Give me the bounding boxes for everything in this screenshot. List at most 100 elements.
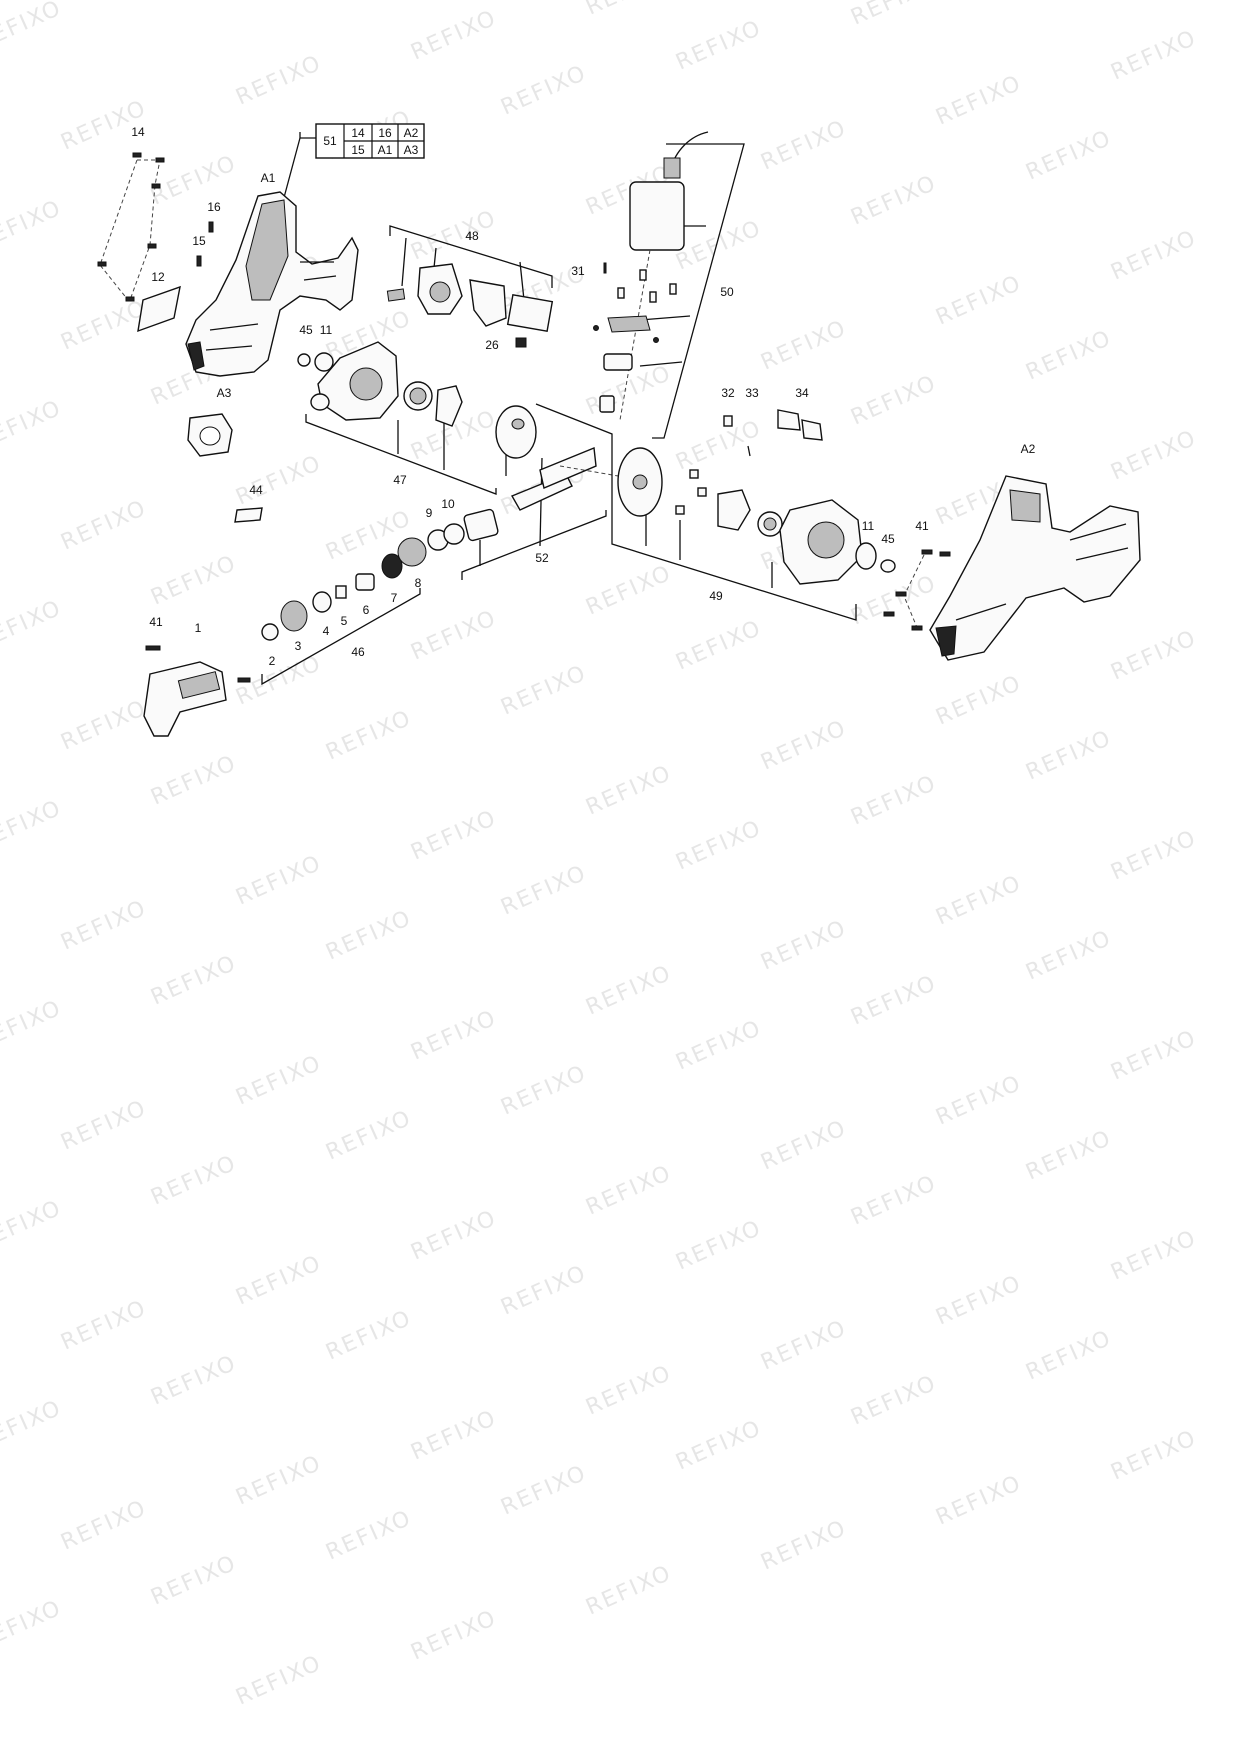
watermark-text: REFIXO — [757, 316, 851, 376]
watermark-text: REFIXO — [407, 606, 501, 666]
label-33: 33 — [745, 386, 759, 400]
watermark-text: REFIXO — [582, 0, 676, 20]
watermark-text: REFIXO — [757, 1516, 851, 1576]
watermark-text: REFIXO — [672, 1016, 766, 1076]
watermark-text: REFIXO — [232, 1451, 326, 1511]
label-1: 1 — [195, 621, 202, 635]
watermark-text: REFIXO — [497, 1461, 591, 1521]
watermark-text: REFIXO — [932, 271, 1026, 331]
watermark-text: REFIXO — [497, 61, 591, 121]
watermark-text: REFIXO — [932, 1471, 1026, 1531]
watermark-text: REFIXO — [1107, 226, 1201, 286]
watermark-text: REFIXO — [57, 896, 151, 956]
kit-cell: 14 — [351, 126, 365, 140]
watermark-text: REFIXO — [407, 1606, 501, 1666]
watermark-text: REFIXO — [0, 1596, 66, 1656]
label-5: 5 — [341, 614, 348, 628]
watermark-text: REFIXO — [0, 196, 66, 256]
watermark-text: REFIXO — [0, 996, 66, 1056]
group-46 — [261, 523, 465, 686]
label-32: 32 — [721, 386, 735, 400]
housing-half-a2 — [883, 475, 1141, 661]
watermark-text: REFIXO — [757, 916, 851, 976]
label-46: 46 — [351, 645, 365, 659]
label-49: 49 — [709, 589, 723, 603]
watermark-text: REFIXO — [757, 116, 851, 176]
watermark-text: REFIXO — [582, 1361, 676, 1421]
label-12: 12 — [151, 270, 165, 284]
watermark-text: REFIXO — [0, 1396, 66, 1456]
label-48: 48 — [465, 229, 479, 243]
watermark-text: REFIXO — [497, 661, 591, 721]
label-44: 44 — [249, 483, 263, 497]
watermark-text: REFIXO — [932, 1271, 1026, 1331]
watermark-text: REFIXO — [757, 1116, 851, 1176]
watermark-text: REFIXO — [672, 1416, 766, 1476]
watermark-text: REFIXO — [147, 751, 241, 811]
watermark-text: REFIXO — [1107, 426, 1201, 486]
watermark-text: REFIXO — [1022, 126, 1116, 186]
motor-group-50 — [593, 131, 745, 439]
watermark-text: REFIXO — [0, 0, 66, 55]
label-4: 4 — [323, 624, 330, 638]
label-47: 47 — [393, 473, 407, 487]
watermark-text: REFIXO — [932, 671, 1026, 731]
watermark-text: REFIXO — [322, 1306, 416, 1366]
group-48 — [386, 225, 554, 348]
label-6: 6 — [363, 603, 370, 617]
watermark-text: REFIXO — [147, 1351, 241, 1411]
watermark-text: REFIXO — [232, 1251, 326, 1311]
watermark-text: REFIXO — [672, 616, 766, 676]
watermark-text: REFIXO — [847, 0, 941, 30]
part-labels: 14 A1 16 15 12 45 11 A3 48 26 31 50 32 3… — [131, 125, 1035, 668]
watermark-text: REFIXO — [407, 1206, 501, 1266]
label-45-right: 45 — [881, 532, 895, 546]
kit-number: 51 — [323, 134, 337, 148]
watermark-text: REFIXO — [1022, 1326, 1116, 1386]
watermark-text: REFIXO — [932, 1071, 1026, 1131]
watermark-text: REFIXO — [407, 1406, 501, 1466]
watermark-text: REFIXO — [57, 1096, 151, 1156]
group-52 — [461, 447, 631, 580]
label-3: 3 — [295, 639, 302, 653]
label-44 — [234, 507, 263, 523]
watermark-text: REFIXO — [322, 1106, 416, 1166]
watermark-text: REFIXO — [407, 1006, 501, 1066]
label-11-right: 11 — [862, 519, 875, 533]
kit-cell: A1 — [378, 143, 393, 157]
watermark-text: REFIXO — [932, 871, 1026, 931]
label-15: 15 — [192, 234, 206, 248]
label-52: 52 — [535, 551, 549, 565]
watermark-text: REFIXO — [757, 716, 851, 776]
watermark-text: REFIXO — [147, 551, 241, 611]
watermark-text: REFIXO — [497, 861, 591, 921]
cap-a3 — [187, 413, 233, 457]
kit-cell: A2 — [404, 126, 419, 140]
kit-cell: A3 — [404, 143, 419, 157]
watermark-text: REFIXO — [322, 906, 416, 966]
watermark-text: REFIXO — [232, 1651, 326, 1711]
watermark-text: REFIXO — [1022, 326, 1116, 386]
watermark-text: REFIXO — [672, 816, 766, 876]
watermark-text: REFIXO — [232, 851, 326, 911]
watermark-text: REFIXO — [1022, 926, 1116, 986]
watermark-text: REFIXO — [57, 1496, 151, 1556]
watermark-text: REFIXO — [582, 561, 676, 621]
watermark-text: REFIXO — [497, 1061, 591, 1121]
kit-table-51: 51 14 16 A2 15 A1 A3 — [281, 123, 425, 206]
watermark-text: REFIXO — [407, 806, 501, 866]
watermark-text: REFIXO — [847, 1371, 941, 1431]
watermark-text: REFIXO — [0, 1196, 66, 1256]
watermark-text: REFIXO — [322, 1506, 416, 1566]
watermark-text: REFIXO — [232, 451, 326, 511]
label-8: 8 — [415, 576, 422, 590]
label-7: 7 — [391, 591, 398, 605]
watermark-text: REFIXO — [232, 1051, 326, 1111]
watermark-text: REFIXO — [847, 571, 941, 631]
watermark-text: REFIXO — [57, 296, 151, 356]
label-a3: A3 — [217, 386, 232, 400]
shoe-part-1 — [143, 645, 251, 737]
label-31: 31 — [571, 264, 585, 278]
watermark-text: REFIXO — [582, 761, 676, 821]
